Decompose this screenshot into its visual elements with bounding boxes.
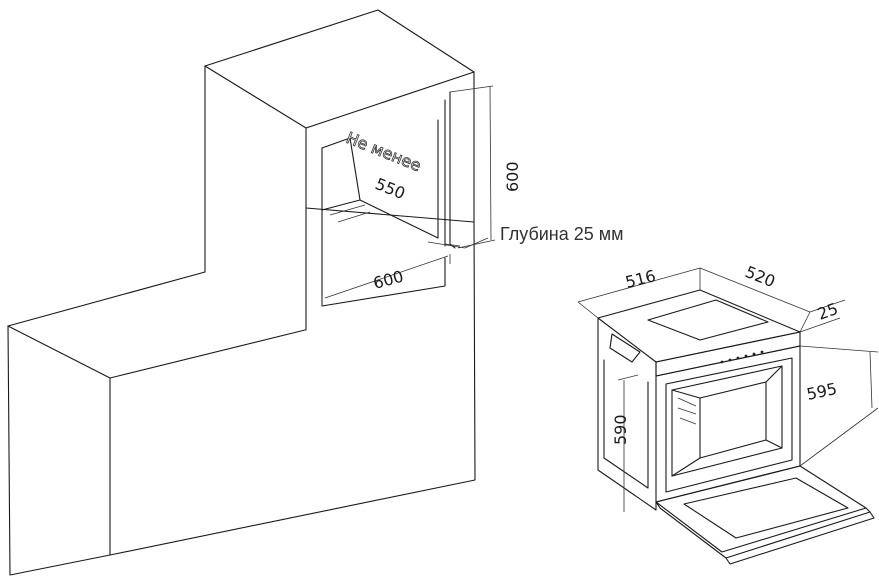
- oven-inner-height-label: 590: [611, 414, 630, 445]
- niche-min-label: Не менее: [344, 128, 424, 175]
- oven-height-label: 595: [805, 379, 839, 404]
- cabinet: [7, 9, 496, 576]
- oven: [577, 267, 879, 565]
- niche-height-label: 600: [503, 161, 522, 192]
- niche-depth-label: 550: [373, 174, 408, 203]
- control-knobs: [720, 350, 764, 364]
- oven-width-label: 516: [623, 266, 657, 292]
- niche-width-label: 600: [371, 267, 405, 293]
- niche-gap-label: Глубина 25 мм: [500, 224, 624, 244]
